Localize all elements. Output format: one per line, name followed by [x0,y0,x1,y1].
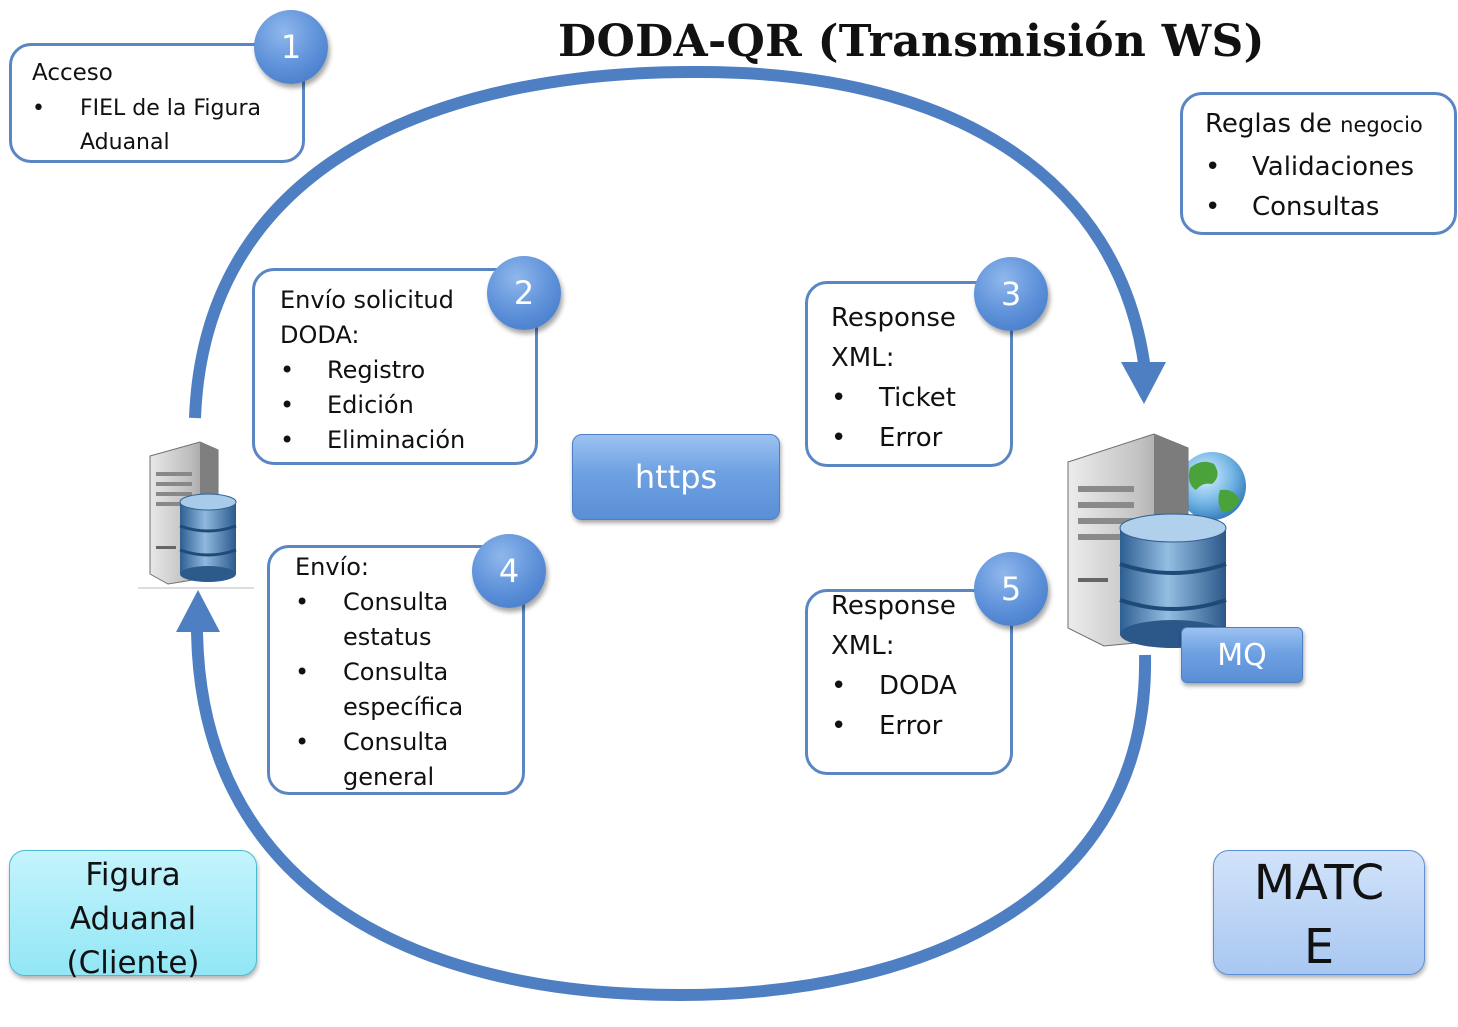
list-item: •Consultas [1205,192,1380,222]
step3-heading: Response XML: [831,303,956,373]
step4-list: •Consulta estatus •Consulta específica •… [295,585,495,795]
step1-list: • FIEL de la Figura Aduanal [32,92,272,160]
step2-heading: Envío solicitud DODA: [280,286,454,349]
step1-heading: Acceso [32,60,113,86]
step4-heading: Envío: [295,553,370,581]
client-label-text: Figura Aduanal (Cliente) [66,857,200,981]
list-item: •Ticket [831,383,956,413]
step2-list: •Registro •Edición •Eliminación [280,353,465,458]
list-item: •Error [831,423,943,453]
list-item: •DODA [831,671,957,701]
list-item: •Consulta general [295,728,449,791]
https-protocol-label: https [572,434,780,520]
response-arrowhead [176,590,220,632]
step3-list: •Ticket •Error [831,378,956,458]
rules-heading-main: Reglas de [1205,109,1332,139]
matce-server-database-icon [1067,433,1246,648]
step1-badge: 1 [254,10,328,84]
client-server-database-icon [138,441,254,589]
step2-badge: 2 [487,256,561,330]
list-item: • FIEL de la Figura Aduanal [32,96,261,155]
request-arrowhead [1121,362,1166,404]
matce-label: MATCE [1213,850,1425,975]
request-arc-arrow [189,65,1151,419]
rules-heading: Reglas de negocio [1205,107,1423,143]
list-item: •Consulta específica [295,658,464,721]
step5-heading: Response XML: [831,591,956,661]
list-item: •Eliminación [280,426,466,454]
step5-response-box: Response XML: •DODA •Error [805,589,1013,775]
step5-badge: 5 [974,552,1048,626]
step4-badge: 4 [472,534,546,608]
business-rules-box: Reglas de negocio •Validaciones •Consult… [1180,92,1457,235]
mq-label: MQ [1181,627,1303,683]
list-item: •Registro [280,356,426,384]
rules-heading-small: negocio [1340,113,1423,137]
step5-list: •DODA •Error [831,666,957,746]
list-item: •Validaciones [1205,152,1415,182]
step3-badge: 3 [974,257,1048,331]
matce-label-text: MATCE [1253,855,1385,975]
list-item: •Consulta estatus [295,588,449,651]
step1-access-box: Acceso • FIEL de la Figura Aduanal [9,43,305,163]
diagram-title: DODA-QR (Transmisión WS) [558,16,1265,67]
client-label: Figura Aduanal (Cliente) [9,850,257,981]
list-item: •Edición [280,391,414,419]
response-arc-arrow [191,629,1152,1002]
rules-list: •Validaciones •Consultas [1205,147,1414,227]
list-item: •Error [831,711,943,741]
